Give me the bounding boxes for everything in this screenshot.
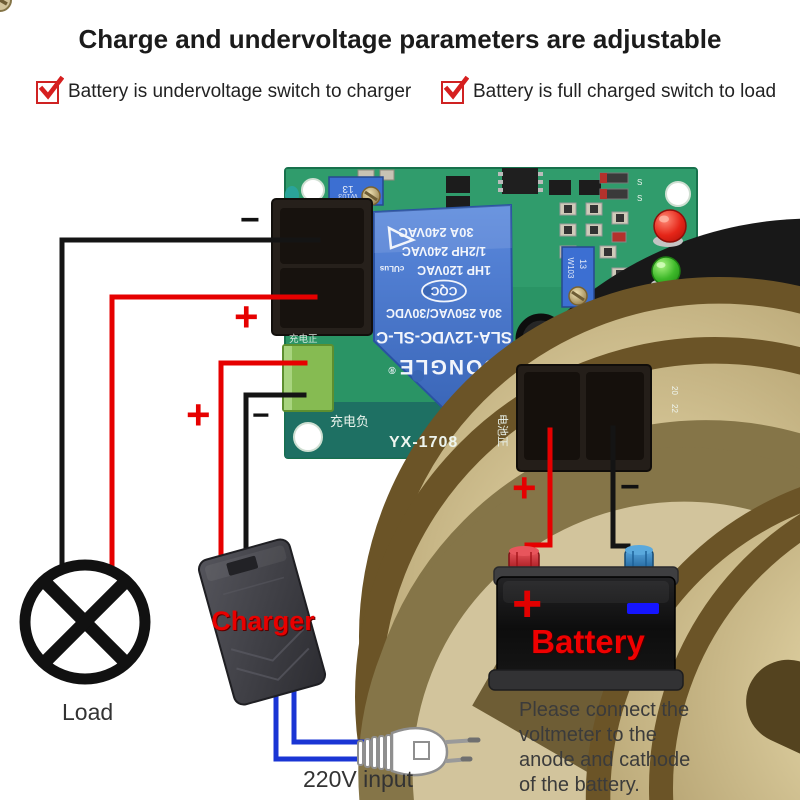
relay-triangle-logo (387, 225, 417, 250)
relay-rating-ac: 30A 240VAC (398, 225, 474, 240)
board-model: YX-1708 (389, 434, 458, 451)
relay-brand: SONGLE (398, 355, 499, 378)
checkbox (441, 75, 469, 104)
battery-face-plus: + (512, 575, 543, 633)
charger-box (197, 538, 327, 706)
battery-label: Battery (531, 623, 645, 660)
led-red (653, 209, 687, 247)
relay: SONGLE ® SLA-12VDC-SL-C 30A 250VAC/30VDC… (373, 203, 543, 414)
load-symbol (19, 559, 151, 685)
wire-charger-positive (218, 360, 308, 560)
silk-battery-positive: 电池正 (496, 414, 509, 447)
trimmer-label: W103 (566, 258, 575, 279)
feature-label: Battery is undervoltage switch to charge… (68, 81, 412, 102)
polarity-charger-plus: + (186, 391, 211, 438)
battery (488, 545, 684, 691)
feature-item-fullcharge: Battery is full charged switch to load (441, 75, 777, 104)
wire-ac-1 (273, 687, 365, 762)
silk-charge-positive: 充电正 (289, 333, 318, 345)
check-icon (443, 75, 469, 100)
trimmer-label: W103 (338, 192, 358, 201)
polarity-battery-plus: + (512, 464, 537, 511)
led-green (651, 256, 681, 289)
battery-bottom-rim (488, 669, 684, 691)
relay-rating-halfhp: 1/2HP 240VAC (402, 244, 486, 258)
silk-charge-negative: 充电负 (330, 414, 369, 429)
trimmer-pot-right: W103 13 (561, 246, 595, 308)
silk-res-20: 20 (670, 386, 679, 395)
silk-diode-s2: S (637, 194, 642, 203)
relay-reg-mark: ® (388, 364, 396, 375)
silk-res-22: 22 (670, 404, 679, 413)
relay-rating-1hp: 1HP 120VAC (417, 263, 491, 277)
polarity-battery-minus: − (620, 468, 640, 506)
plug-icon (357, 726, 481, 777)
battery-minus-bar (627, 603, 659, 614)
page-title: Charge and undervoltage parameters are a… (78, 24, 722, 54)
polarity-charger-minus: − (252, 399, 270, 432)
polarity-load-minus: − (240, 201, 260, 239)
feature-item-undervoltage: Battery is undervoltage switch to charge… (36, 75, 412, 104)
relay-cert: CQC (430, 284, 457, 298)
trimmer-value: 13 (342, 183, 354, 194)
terminal-block-load (271, 198, 800, 800)
feature-label: Battery is full charged switch to load (473, 81, 777, 102)
load-label: Load (62, 699, 114, 725)
relay-ul-mark: cULus (379, 264, 404, 273)
silk-diode-s1: S (637, 178, 642, 187)
trimmer-value: 13 (578, 259, 588, 269)
ac-input-label: 220V input (303, 766, 413, 792)
wire-charger-negative (243, 392, 307, 552)
polarity-load-plus: + (234, 293, 259, 340)
checkbox (36, 75, 64, 104)
wire-load-negative (59, 237, 321, 573)
wire-load-positive (109, 294, 318, 575)
relay-model: SLA-12VDC-SL-C (376, 328, 512, 346)
voltmeter-note: Please connect the voltmeter to the anod… (519, 699, 691, 796)
relay-rating-dc: 30A 250VAC/30VDC (386, 306, 502, 320)
check-icon (38, 75, 64, 100)
charger-label: Charger (211, 606, 315, 636)
